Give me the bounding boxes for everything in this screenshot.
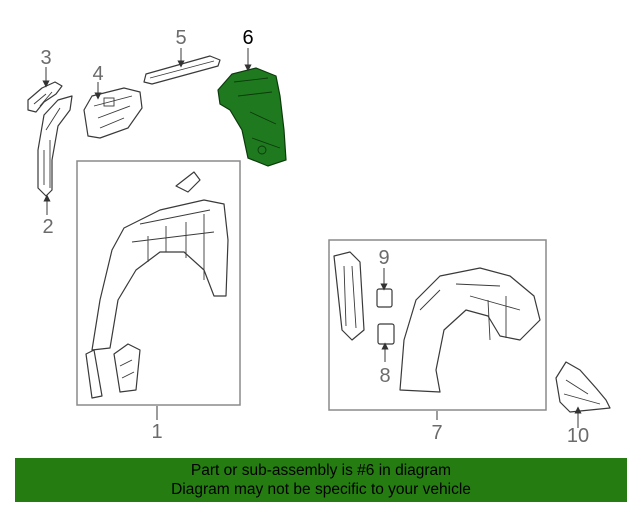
part-10-bracket[interactable]: [555, 361, 611, 413]
part-7-outer-wheelhouse[interactable]: [333, 251, 541, 393]
callout-5[interactable]: 5: [175, 27, 186, 49]
callout-4[interactable]: 4: [92, 63, 103, 85]
part-5-rail[interactable]: [143, 55, 221, 85]
callout-7[interactable]: 7: [431, 422, 442, 444]
callout-6[interactable]: 6: [242, 27, 253, 49]
group-box-7: [328, 239, 547, 411]
callout-10[interactable]: 10: [567, 425, 589, 447]
part-8-plug[interactable]: [377, 323, 395, 345]
part-4-panel[interactable]: [83, 87, 143, 139]
part-1-inner-wheelhouse[interactable]: [85, 171, 229, 399]
callout-8[interactable]: 8: [379, 365, 390, 387]
group-box-1: [76, 160, 241, 406]
banner-line-2: Diagram may not be specific to your vehi…: [171, 481, 471, 498]
callout-3[interactable]: 3: [40, 47, 51, 69]
notice-banner: Part or sub-assembly is #6 in diagram Di…: [15, 458, 627, 502]
callout-1[interactable]: 1: [151, 421, 162, 443]
callout-2[interactable]: 2: [42, 216, 53, 238]
callout-9[interactable]: 9: [378, 247, 389, 269]
part-9-plug[interactable]: [376, 288, 393, 308]
part-6-highlighted[interactable]: [217, 67, 287, 167]
part-2-pillar[interactable]: [37, 95, 73, 197]
banner-line-1: Part or sub-assembly is #6 in diagram: [190, 462, 452, 479]
